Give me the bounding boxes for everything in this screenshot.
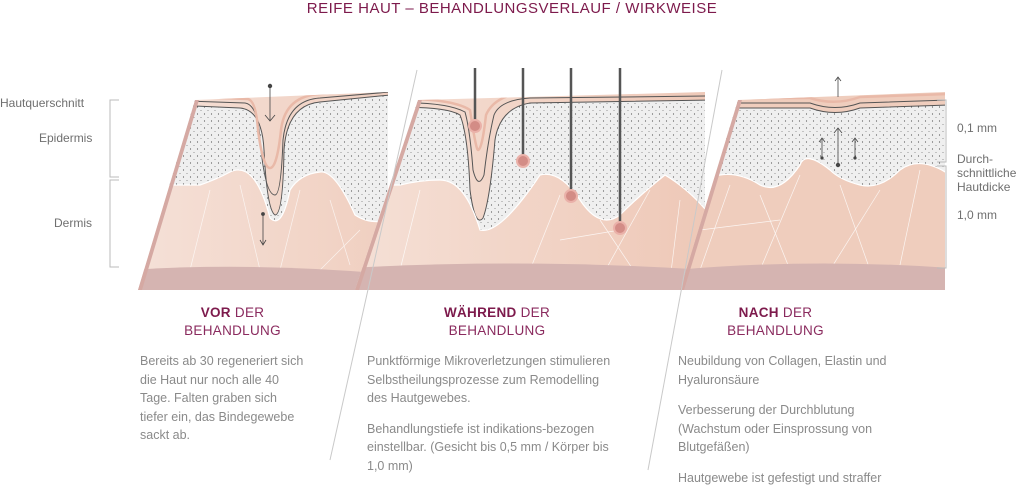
paragraph: Verbesserung der Durchblutung (Wachstum …	[678, 401, 903, 457]
column-heading: VOR DER BEHANDLUNG	[140, 304, 325, 340]
column-body: Punktförmige Mikroverletzungen stimulier…	[367, 352, 612, 475]
label-avg-1: Durch-	[957, 152, 993, 166]
label-avg-3: Hautdicke	[957, 180, 1010, 194]
column-body: Neubildung von Collagen, Elastin und Hya…	[678, 352, 903, 487]
heading-bold: VOR	[201, 305, 231, 320]
column-body: Bereits ab 30 regeneriert sich die Haut …	[140, 352, 305, 445]
label-epidermis-thickness: 0,1 mm	[957, 121, 997, 135]
paragraph: Behandlungstiefe ist indikations-bezogen…	[367, 420, 612, 476]
panel-after	[675, 90, 950, 295]
label-avg-2: schnittliche	[957, 166, 1016, 180]
label-epidermis: Epidermis	[39, 131, 92, 145]
paragraph: Neubildung von Collagen, Elastin und Hya…	[678, 352, 903, 389]
heading-rest: DER	[517, 305, 550, 320]
column-heading: WÄHREND DER BEHANDLUNG	[367, 304, 627, 340]
panel-before	[130, 88, 390, 295]
label-hautquerschnitt: Hautquerschnitt	[0, 96, 84, 110]
heading-rest: DER	[231, 305, 264, 320]
column-before: VOR DER BEHANDLUNG Bereits ab 30 regeneri…	[140, 304, 325, 445]
bracket-left	[110, 100, 119, 267]
paragraph: Punktförmige Mikroverletzungen stimulier…	[367, 352, 612, 408]
panel-during	[350, 88, 710, 295]
heading-bold: WÄHREND	[444, 305, 517, 320]
paragraph: Bereits ab 30 regeneriert sich die Haut …	[140, 352, 305, 445]
label-dermis-thickness: 1,0 mm	[957, 208, 997, 222]
heading-line2: BEHANDLUNG	[184, 323, 281, 338]
label-dermis: Dermis	[54, 216, 92, 230]
heading-line2: BEHANDLUNG	[449, 323, 546, 338]
heading-bold: NACH	[739, 305, 779, 320]
heading-rest: DER	[779, 305, 812, 320]
column-during: WÄHREND DER BEHANDLUNG Punktförmige Mikro…	[367, 304, 627, 475]
paragraph: Hautgewebe ist gefestigt und straffer	[678, 469, 903, 487]
heading-line2: BEHANDLUNG	[727, 323, 824, 338]
column-heading: NACH DER BEHANDLUNG	[678, 304, 873, 340]
